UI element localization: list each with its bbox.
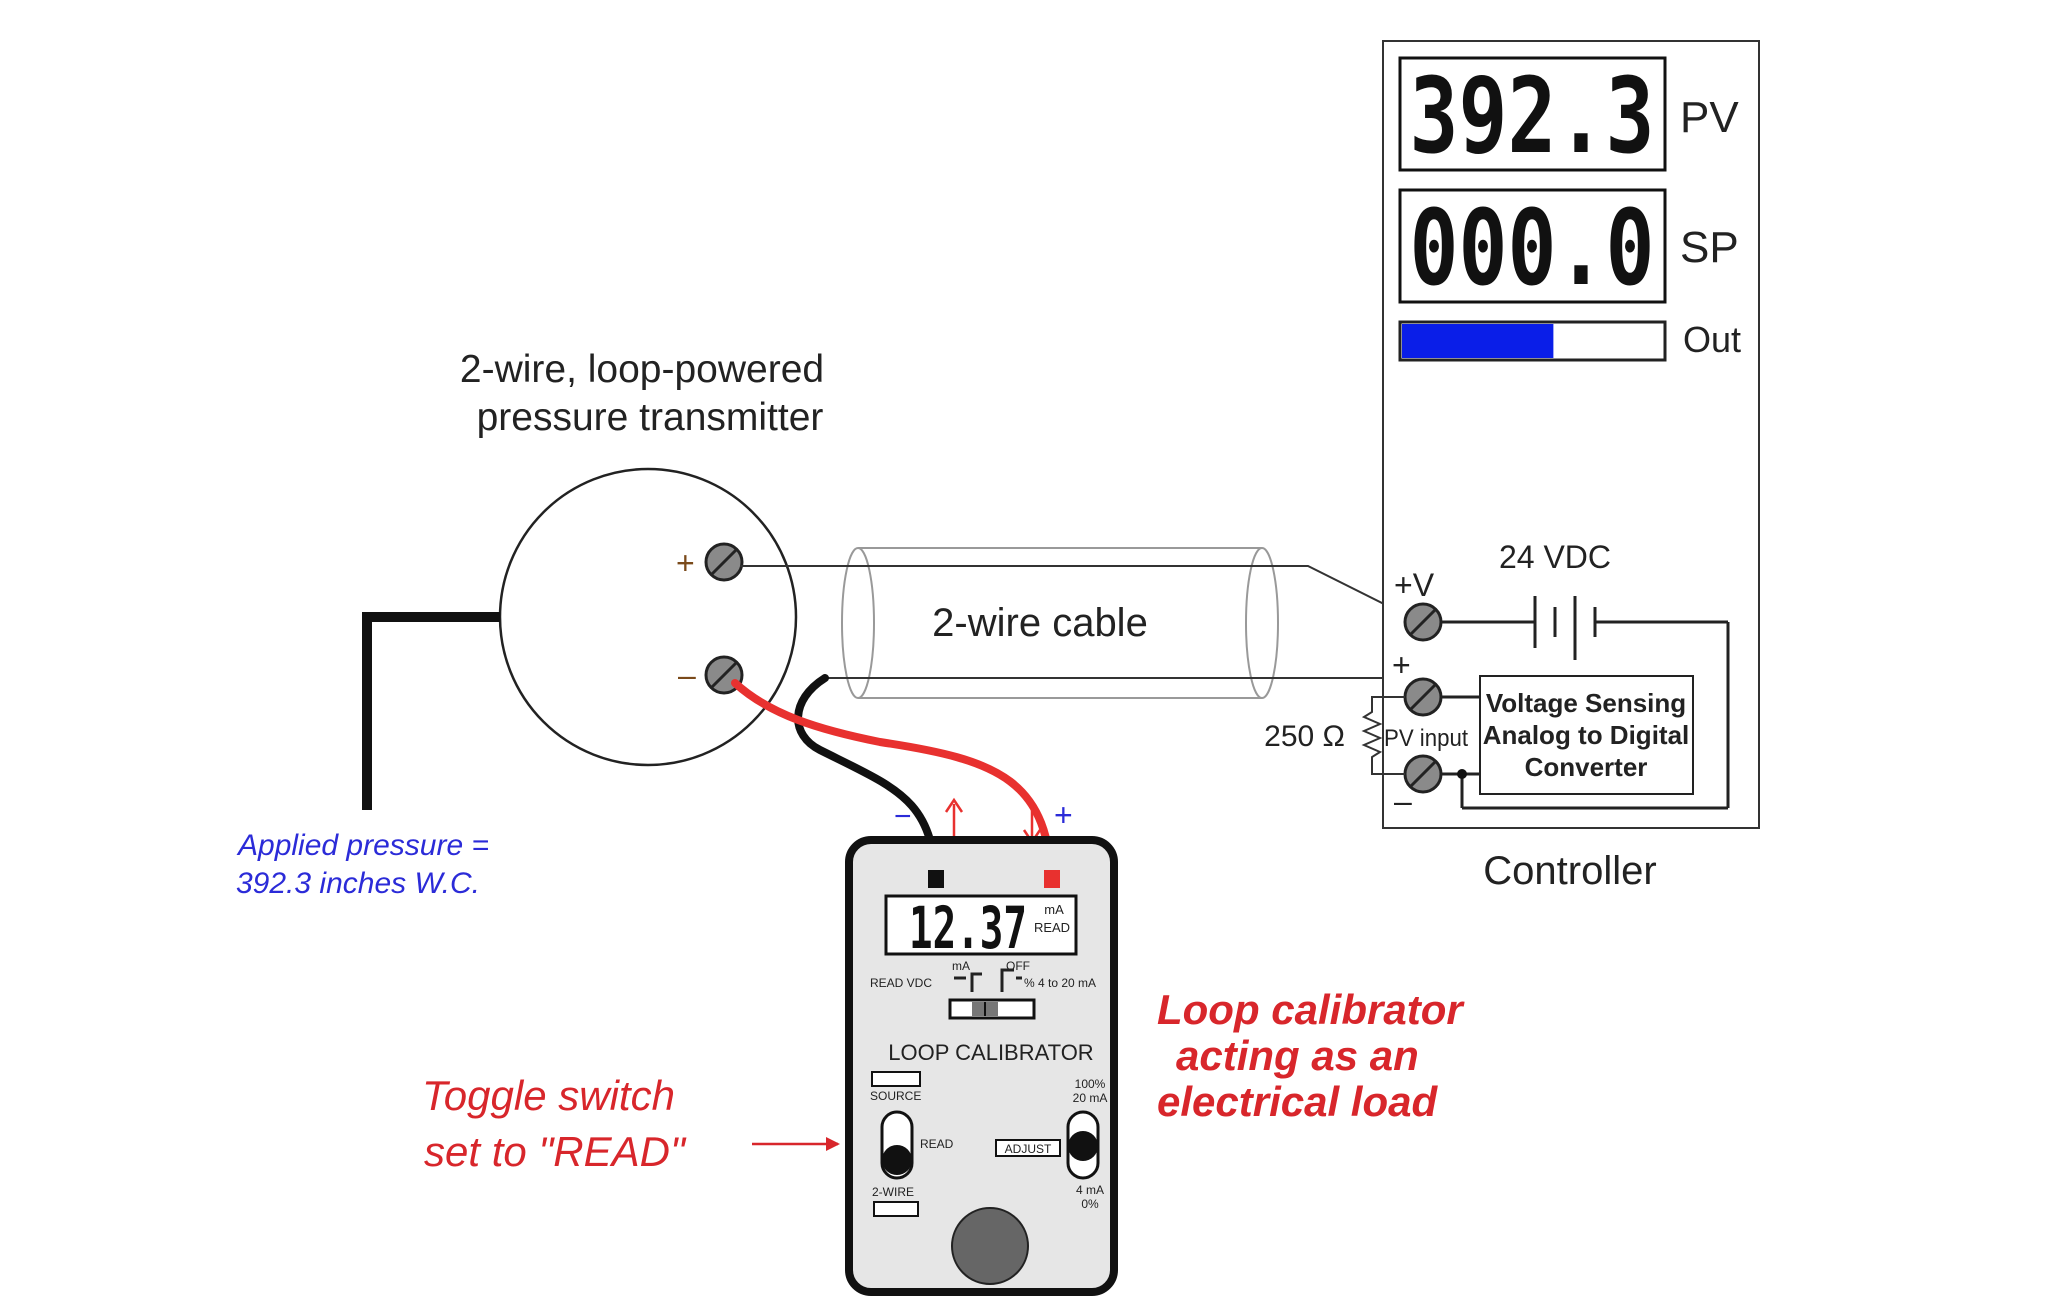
two-wire-cable: 2-wire cable <box>841 547 1279 699</box>
load-annotation-line2: acting as an <box>1176 1032 1419 1079</box>
calibrator-display-value: 12.37 <box>909 894 1027 962</box>
applied-pressure-line2: 392.3 inches W.C. <box>236 867 480 900</box>
current-up-arrow <box>944 797 964 840</box>
transmitter-title-line2: pressure transmitter <box>477 396 824 439</box>
adjust-toggle-switch[interactable] <box>1066 1110 1100 1180</box>
mode-selector-switch[interactable] <box>948 998 1036 1020</box>
label-adjust: ADJUST <box>1005 1142 1052 1156</box>
source-read-toggle-switch[interactable] <box>880 1110 914 1180</box>
2wire-badge <box>873 1201 919 1217</box>
label-4ma: 4 mA <box>1076 1183 1104 1197</box>
battery-24vdc <box>1441 596 1730 810</box>
output-bar-fill <box>1402 324 1554 358</box>
plus-v-label: +V <box>1394 567 1435 603</box>
transmitter-plus-terminal[interactable] <box>704 542 744 582</box>
pv-value: 392.3 <box>1410 55 1655 177</box>
pv-plus-label: + <box>1392 647 1411 683</box>
label-20ma: 20 mA <box>1073 1091 1108 1105</box>
pv-label: PV <box>1680 93 1739 142</box>
label-100: 100% <box>1075 1077 1106 1091</box>
output-label: Out <box>1683 319 1741 360</box>
sp-display <box>1398 188 1667 304</box>
calibrator-plus-jack[interactable] <box>1044 870 1060 888</box>
transmitter-plus-label: + <box>676 545 695 581</box>
toggle-annotation-line1: Toggle switch <box>422 1072 675 1119</box>
adjust-button[interactable]: ADJUST <box>995 1139 1061 1157</box>
transmitter-minus-label: – <box>678 657 696 693</box>
adc-line2: Analog to Digital <box>1483 720 1690 750</box>
adjust-knob[interactable] <box>951 1207 1029 1285</box>
cable-label: 2-wire cable <box>932 601 1148 645</box>
calibrator-red-lead <box>731 679 1056 894</box>
adc-box <box>1479 675 1694 795</box>
supply-label: 24 VDC <box>1499 539 1611 575</box>
calibrator-black-lead <box>794 674 940 894</box>
controller: 392.3 PV 000.0 SP Out +V 24 VDC + <box>1264 40 1760 893</box>
adc-line1: Voltage Sensing <box>1486 688 1686 718</box>
label-2wire: 2-WIRE <box>872 1185 914 1199</box>
resistor-label: 250 Ω <box>1264 720 1345 753</box>
lead-minus-label: − <box>894 800 912 833</box>
resistor-250-ohm <box>1361 696 1405 775</box>
toggle-annotation-arrow <box>752 1137 840 1151</box>
label-0: 0% <box>1081 1197 1099 1211</box>
load-annotation-line1: Loop calibrator <box>1157 986 1465 1033</box>
toggle-annotation-line2: set to "READ" <box>424 1128 687 1175</box>
mode-label-read-vdc: READ VDC <box>870 976 932 990</box>
calibrator-display <box>884 894 1078 956</box>
mode-label-ma: mA <box>952 959 970 973</box>
transmitter-title-line1: 2-wire, loop-powered <box>460 348 824 391</box>
pv-display <box>1398 56 1667 172</box>
pv-input-label: PV input <box>1384 725 1468 752</box>
label-source: SOURCE <box>870 1089 921 1103</box>
transmitter-body <box>498 467 798 767</box>
pv-minus-label: – <box>1394 783 1412 819</box>
sp-value: 000.0 <box>1410 187 1655 309</box>
plus-v-terminal[interactable] <box>1403 602 1443 642</box>
load-annotation-line3: electrical load <box>1157 1078 1438 1125</box>
mode-label-pct: % 4 to 20 mA <box>1024 976 1096 990</box>
calibrator-minus-jack[interactable] <box>928 870 944 888</box>
lead-plus-label: + <box>1054 797 1073 833</box>
mode-selector-marks <box>954 968 1022 992</box>
adc-line3: Converter <box>1525 752 1648 782</box>
label-read: READ <box>920 1137 954 1151</box>
calibrator-name: LOOP CALIBRATOR <box>888 1040 1093 1065</box>
loop-calibrator: 12.37 mA READ mA OFF READ VDC % 4 to 20 … <box>845 836 1118 1296</box>
calibrator-display-unit: mA <box>1044 902 1064 917</box>
calibrator-display-mode: READ <box>1034 920 1070 935</box>
source-badge <box>871 1071 921 1087</box>
minus-wire <box>825 677 1421 698</box>
controller-title: Controller <box>1483 849 1656 893</box>
applied-pressure-line1: Applied pressure = <box>236 829 489 862</box>
sp-label: SP <box>1680 223 1739 272</box>
pressure-pipe <box>362 612 500 810</box>
pv-plus-terminal[interactable] <box>1403 677 1443 717</box>
pressure-transmitter: + – <box>362 467 798 810</box>
